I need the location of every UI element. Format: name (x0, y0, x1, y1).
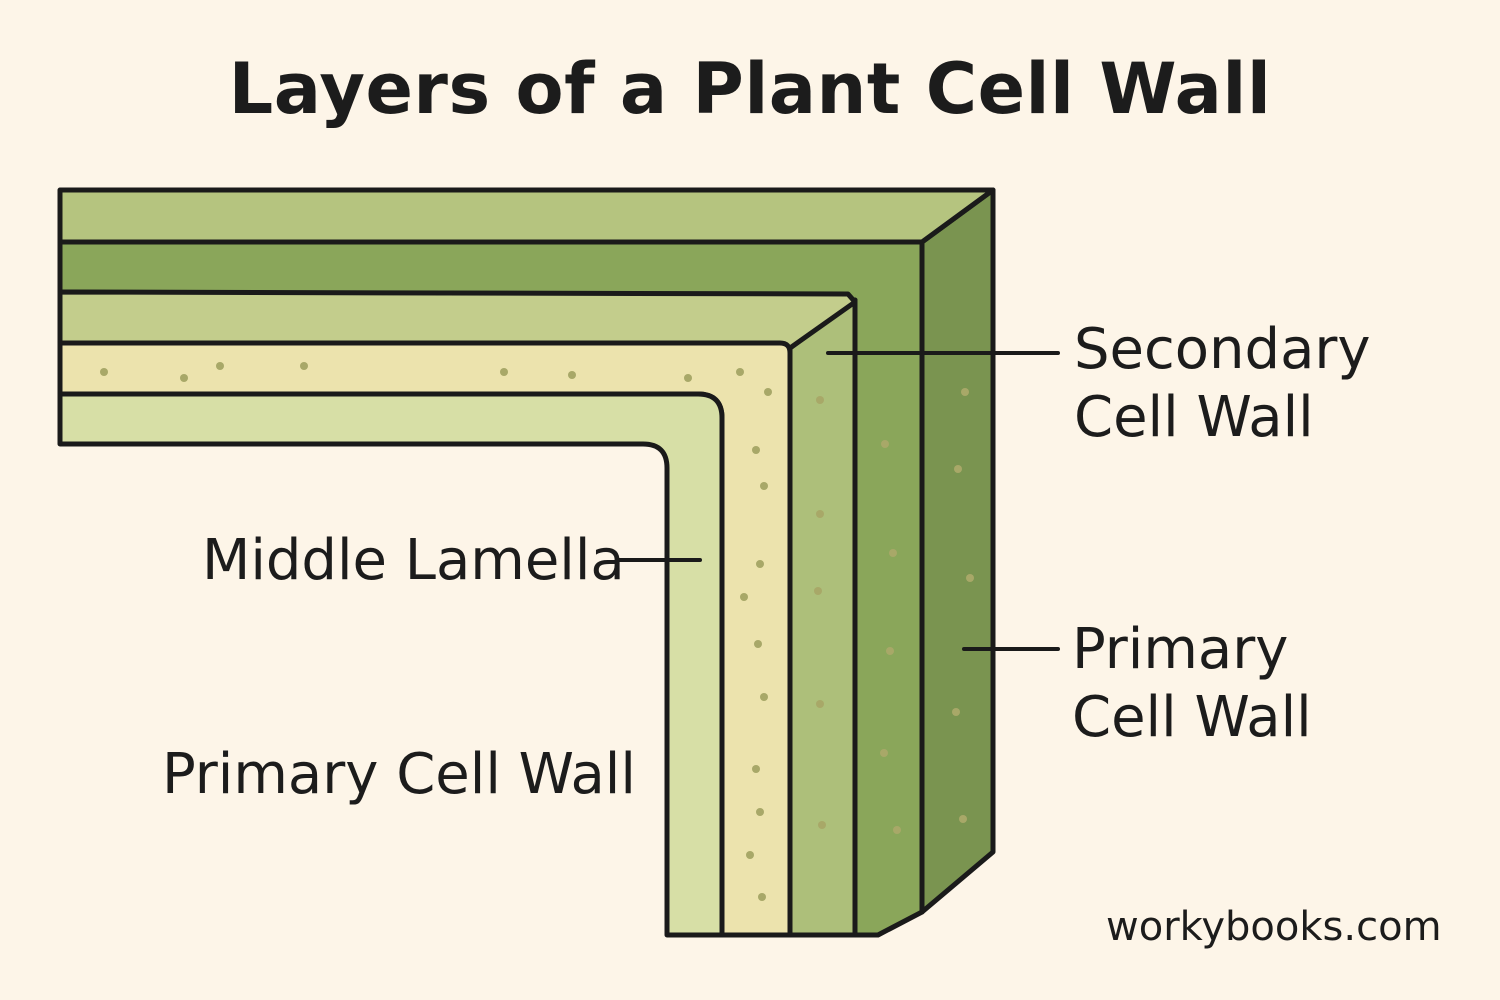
outer-top-face (57, 187, 996, 245)
texture-dot (752, 765, 760, 773)
texture-dot (886, 647, 894, 655)
texture-dot (300, 362, 308, 370)
outer-side-face (919, 187, 996, 915)
label-middle-lamella: Middle Lamella (202, 528, 625, 593)
texture-dot (756, 560, 764, 568)
texture-dot (814, 587, 822, 595)
texture-dot (889, 549, 897, 557)
texture-dot (754, 640, 762, 648)
texture-dot (764, 388, 772, 396)
texture-dot (954, 465, 962, 473)
texture-dot (760, 482, 768, 490)
label-primary-cell-wall-right: Primary Cell Wall (1072, 616, 1312, 752)
texture-dot (740, 593, 748, 601)
texture-dot (500, 368, 508, 376)
texture-dots (100, 362, 974, 901)
inner-top-face (57, 289, 858, 351)
texture-dot (746, 851, 754, 859)
label-primary-right-line2: Cell Wall (1072, 685, 1312, 750)
label-primary-cell-wall-left: Primary Cell Wall (162, 742, 636, 807)
inner-green-band (787, 297, 858, 938)
texture-dot (893, 826, 901, 834)
diagram-title: Layers of a Plant Cell Wall (228, 48, 1272, 130)
texture-dot (961, 388, 969, 396)
texture-dot (100, 368, 108, 376)
label-primary-right-line1: Primary (1072, 617, 1289, 682)
texture-dot (816, 396, 824, 404)
watermark: workybooks.com (1106, 904, 1442, 950)
texture-dot (568, 371, 576, 379)
texture-dot (966, 574, 974, 582)
label-secondary-line2: Cell Wall (1074, 385, 1314, 450)
texture-dot (756, 808, 764, 816)
texture-dot (736, 368, 744, 376)
label-secondary-cell-wall: Secondary Cell Wall (1074, 316, 1371, 452)
texture-dot (816, 510, 824, 518)
texture-dot (881, 440, 889, 448)
label-secondary-line1: Secondary (1074, 317, 1371, 382)
pale-green-layer (57, 391, 725, 938)
texture-dot (180, 374, 188, 382)
texture-dot (752, 446, 760, 454)
texture-dot (880, 749, 888, 757)
texture-dot (952, 708, 960, 716)
texture-dot (760, 693, 768, 701)
texture-dot (816, 700, 824, 708)
texture-dot (684, 374, 692, 382)
texture-dot (758, 893, 766, 901)
texture-dot (216, 362, 224, 370)
texture-dot (818, 821, 826, 829)
texture-dot (959, 815, 967, 823)
